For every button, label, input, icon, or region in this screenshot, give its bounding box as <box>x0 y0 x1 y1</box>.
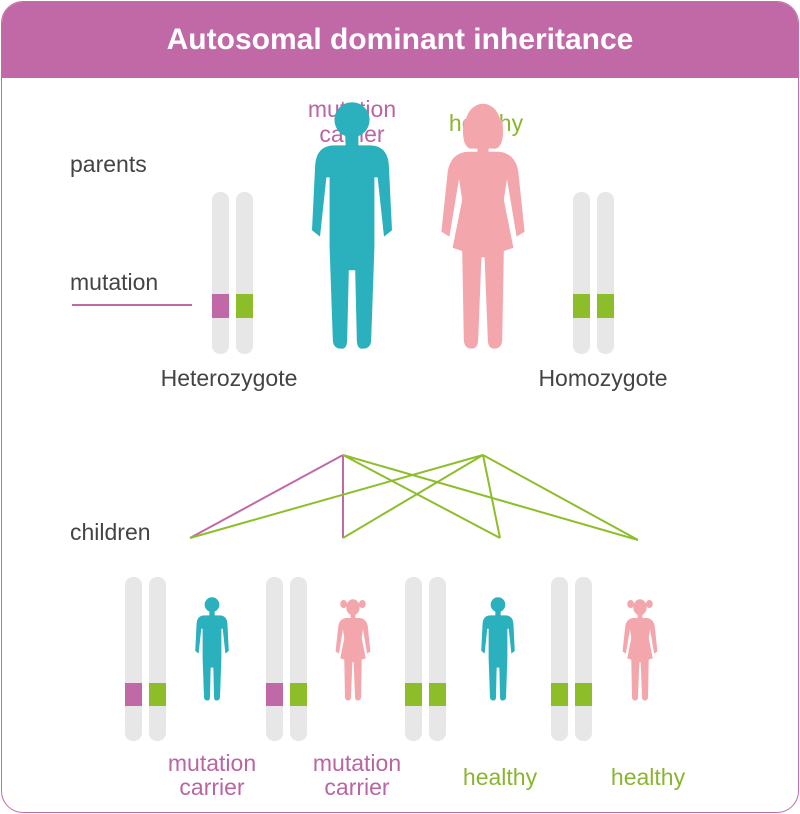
child1-status-line1: mutation <box>167 750 257 776</box>
healthy-allele-band <box>290 683 307 706</box>
healthy-allele-band <box>597 294 614 318</box>
label-mutation: mutation <box>70 269 159 295</box>
child4-chromosome-1 <box>551 577 568 741</box>
child1-status-line2: carrier <box>179 774 245 800</box>
mutation-allele-band <box>266 683 283 706</box>
mutation-allele-band <box>125 683 142 706</box>
child2-girl-figure <box>335 599 371 701</box>
mother-chromosome-2 <box>597 192 614 354</box>
inheritance-line <box>189 454 344 539</box>
mother-genotype: Homozygote <box>538 365 668 391</box>
child3-chromosome-2 <box>429 577 446 741</box>
mutation-legend-line <box>72 304 192 306</box>
child1-chromosome-1 <box>125 577 142 741</box>
inheritance-line <box>189 454 484 539</box>
father-chromosome-2 <box>236 192 253 354</box>
inheritance-line <box>482 454 501 539</box>
label-parents: parents <box>70 151 147 177</box>
child1-boy-figure <box>195 597 229 701</box>
mutation-allele-band <box>212 294 229 318</box>
child1-chromosome-2 <box>149 577 166 741</box>
healthy-allele-band <box>149 683 166 706</box>
label-children: children <box>70 519 151 545</box>
mother-figure <box>441 103 525 349</box>
title: Autosomal dominant inheritance <box>166 23 634 56</box>
inheritance-line <box>482 454 639 541</box>
mother-chromosome-1 <box>573 192 590 354</box>
child3-boy-figure <box>481 597 515 701</box>
healthy-allele-band <box>551 683 568 706</box>
child4-status: healthy <box>610 764 686 790</box>
child4-chromosome-2 <box>575 577 592 741</box>
inheritance-line <box>342 454 639 541</box>
healthy-allele-band <box>429 683 446 706</box>
inheritance-line <box>342 454 484 539</box>
child2-status-line2: carrier <box>324 774 390 800</box>
healthy-allele-band <box>236 294 253 318</box>
child3-chromosome-1 <box>405 577 422 741</box>
healthy-allele-band <box>405 683 422 706</box>
title-banner: Autosomal dominant inheritance <box>2 2 798 78</box>
child4-girl-figure <box>622 599 658 701</box>
healthy-allele-band <box>573 294 590 318</box>
father-genotype: Heterozygote <box>160 365 298 391</box>
healthy-allele-band <box>575 683 592 706</box>
child3-status: healthy <box>462 764 538 790</box>
child2-chromosome-1 <box>266 577 283 741</box>
father-chromosome-1 <box>212 192 229 354</box>
child2-status-line1: mutation <box>312 750 402 776</box>
father-figure <box>312 102 392 349</box>
child2-chromosome-2 <box>290 577 307 741</box>
inheritance-line <box>342 454 501 539</box>
